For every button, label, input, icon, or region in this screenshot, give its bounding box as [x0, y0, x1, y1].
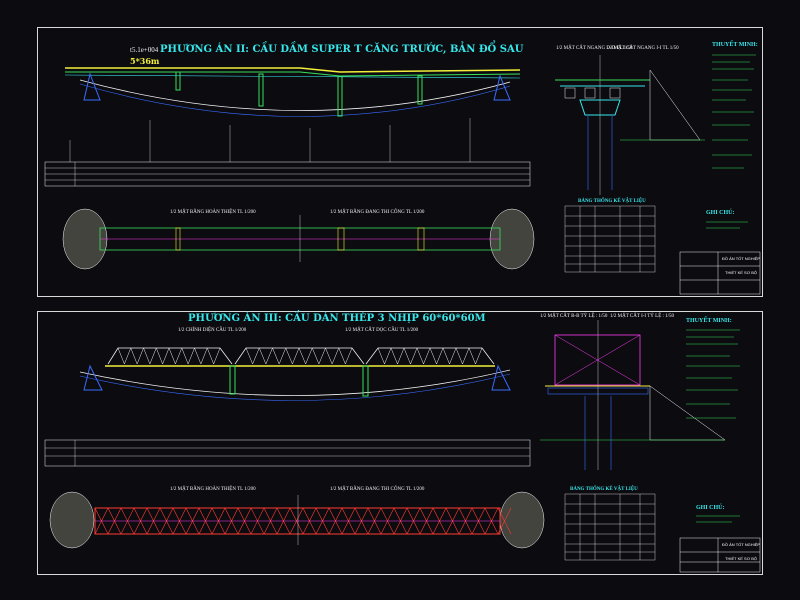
sheet1-material-table [564, 205, 656, 273]
sheet1-stamp-title: ĐỒ ÁN TỐT NGHIỆP [722, 256, 761, 261]
sheet1-scale-note: t5.1e+004 [130, 46, 159, 54]
sheet1-span-label: 5*36m [130, 56, 160, 66]
sheet2-stamp-title: ĐỒ ÁN TỐT NGHIỆP [722, 542, 761, 547]
sheet1-stamp-sub: THIẾT KẾ SƠ BỘ [725, 270, 758, 275]
sheet2-notes [686, 329, 740, 523]
sheet2-cross-section [540, 320, 726, 470]
sheet2-plan-right: 1/2 MẶT BẰNG ĐANG THI CÔNG TL 1/200 [330, 487, 425, 492]
sheet1-plan-right: 1/2 MẶT BẰNG ĐANG THI CÔNG TL 1/200 [330, 210, 425, 215]
sheet1-notes [706, 54, 756, 229]
sheet2-section-a: 1/2 MẶT CẮT B-B TỶ LỆ : 1/50 [540, 314, 608, 319]
sheet1-remarks-title: GHI CHÚ: [706, 210, 735, 216]
sheet2-plan [49, 491, 545, 549]
sheet1-plan-left: 1/2 MẶT BẰNG HOÀN THIỆN TL 1/200 [170, 210, 256, 215]
sheet1-notes-title: THUYẾT MINH: [712, 42, 758, 48]
sheet1-section-b: 1/2 MẶT CẮT NGANG I-I TL 1/50 [606, 46, 679, 51]
sheet1-cross-section [555, 55, 705, 195]
drawing-sheet-2 [37, 311, 763, 575]
sheet2-title-block [679, 537, 761, 573]
drawing-sheet-1 [37, 27, 763, 297]
sheet2-material-table [564, 493, 656, 561]
sheet1-elevation [44, 67, 531, 187]
sheet2-materials-title: BẢNG THỐNG KÊ VẬT LIỆU [570, 487, 638, 492]
sheet1-title-block [679, 251, 761, 295]
sheet2-elev-right: 1/2 MẶT CẮT DỌC CẦU TL 1/200 [345, 328, 419, 333]
sheet2-notes-title: THUYẾT MINH: [686, 318, 732, 324]
sheet2-plan-left: 1/2 MẶT BẰNG HOÀN THIỆN TL 1/200 [170, 487, 256, 492]
sheet1-title: PHƯƠNG ÁN II: CẦU DẦM SUPER T CĂNG TRƯỚC… [160, 44, 524, 55]
sheet1-materials-title: BẢNG THỐNG KÊ VẬT LIỆU [578, 199, 646, 204]
sheet1-plan [62, 208, 535, 270]
sheet2-elev-left: 1/2 CHÍNH DIỆN CẦU TL 1/200 [178, 328, 247, 333]
sheet1-section-a: 1/2 MẶT CẮT NGANG D-D TL 1/50 [556, 46, 633, 51]
sheet2-truss [44, 347, 531, 467]
sheet2-title: PHƯƠNG ÁN III: CẦU DÀN THÉP 3 NHỊP 60*60… [188, 313, 486, 324]
sheet2-section-b: 1/2 MẶT CẮT I-I TỶ LỆ : 1/50 [610, 314, 675, 319]
sheet2-stamp-sub: THIẾT KẾ SƠ BỘ [725, 556, 758, 561]
sheet2-remarks-title: GHI CHÚ: [696, 505, 725, 511]
